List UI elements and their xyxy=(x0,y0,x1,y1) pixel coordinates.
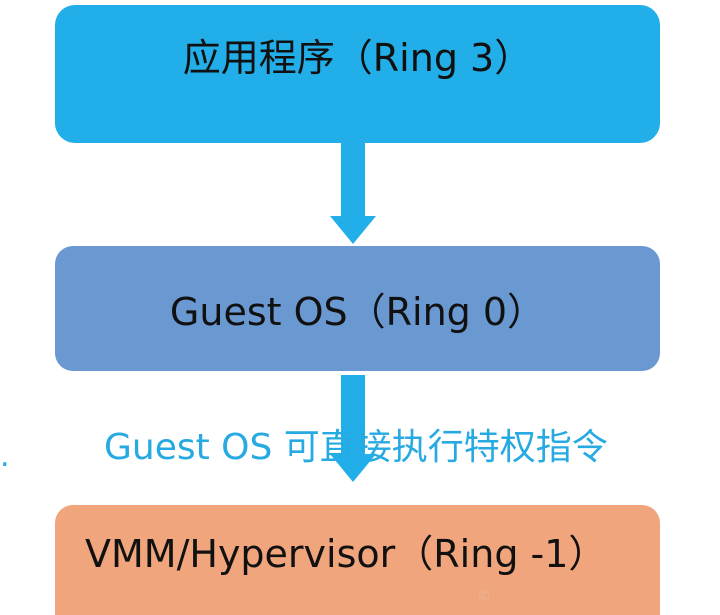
down-arrow-shaft-1 xyxy=(341,143,365,217)
app-layer-label: 应用程序（Ring 3） xyxy=(182,36,533,80)
vmm-layer-label: VMM/Hypervisor（Ring -1） xyxy=(85,532,607,576)
vmm-layer-box: VMM/Hypervisor（Ring -1） xyxy=(55,505,660,615)
guest-os-layer-box: Guest OS（Ring 0） xyxy=(55,246,660,371)
app-layer-box: 应用程序（Ring 3） xyxy=(55,5,660,143)
down-arrow-head-2 xyxy=(330,454,376,482)
down-arrow-head-1 xyxy=(330,216,376,244)
watermark: © xyxy=(477,588,491,604)
guest-os-layer-label: Guest OS（Ring 0） xyxy=(169,290,546,334)
left-edge-fragment: . xyxy=(0,439,10,474)
down-arrow-shaft-2 xyxy=(341,375,365,455)
